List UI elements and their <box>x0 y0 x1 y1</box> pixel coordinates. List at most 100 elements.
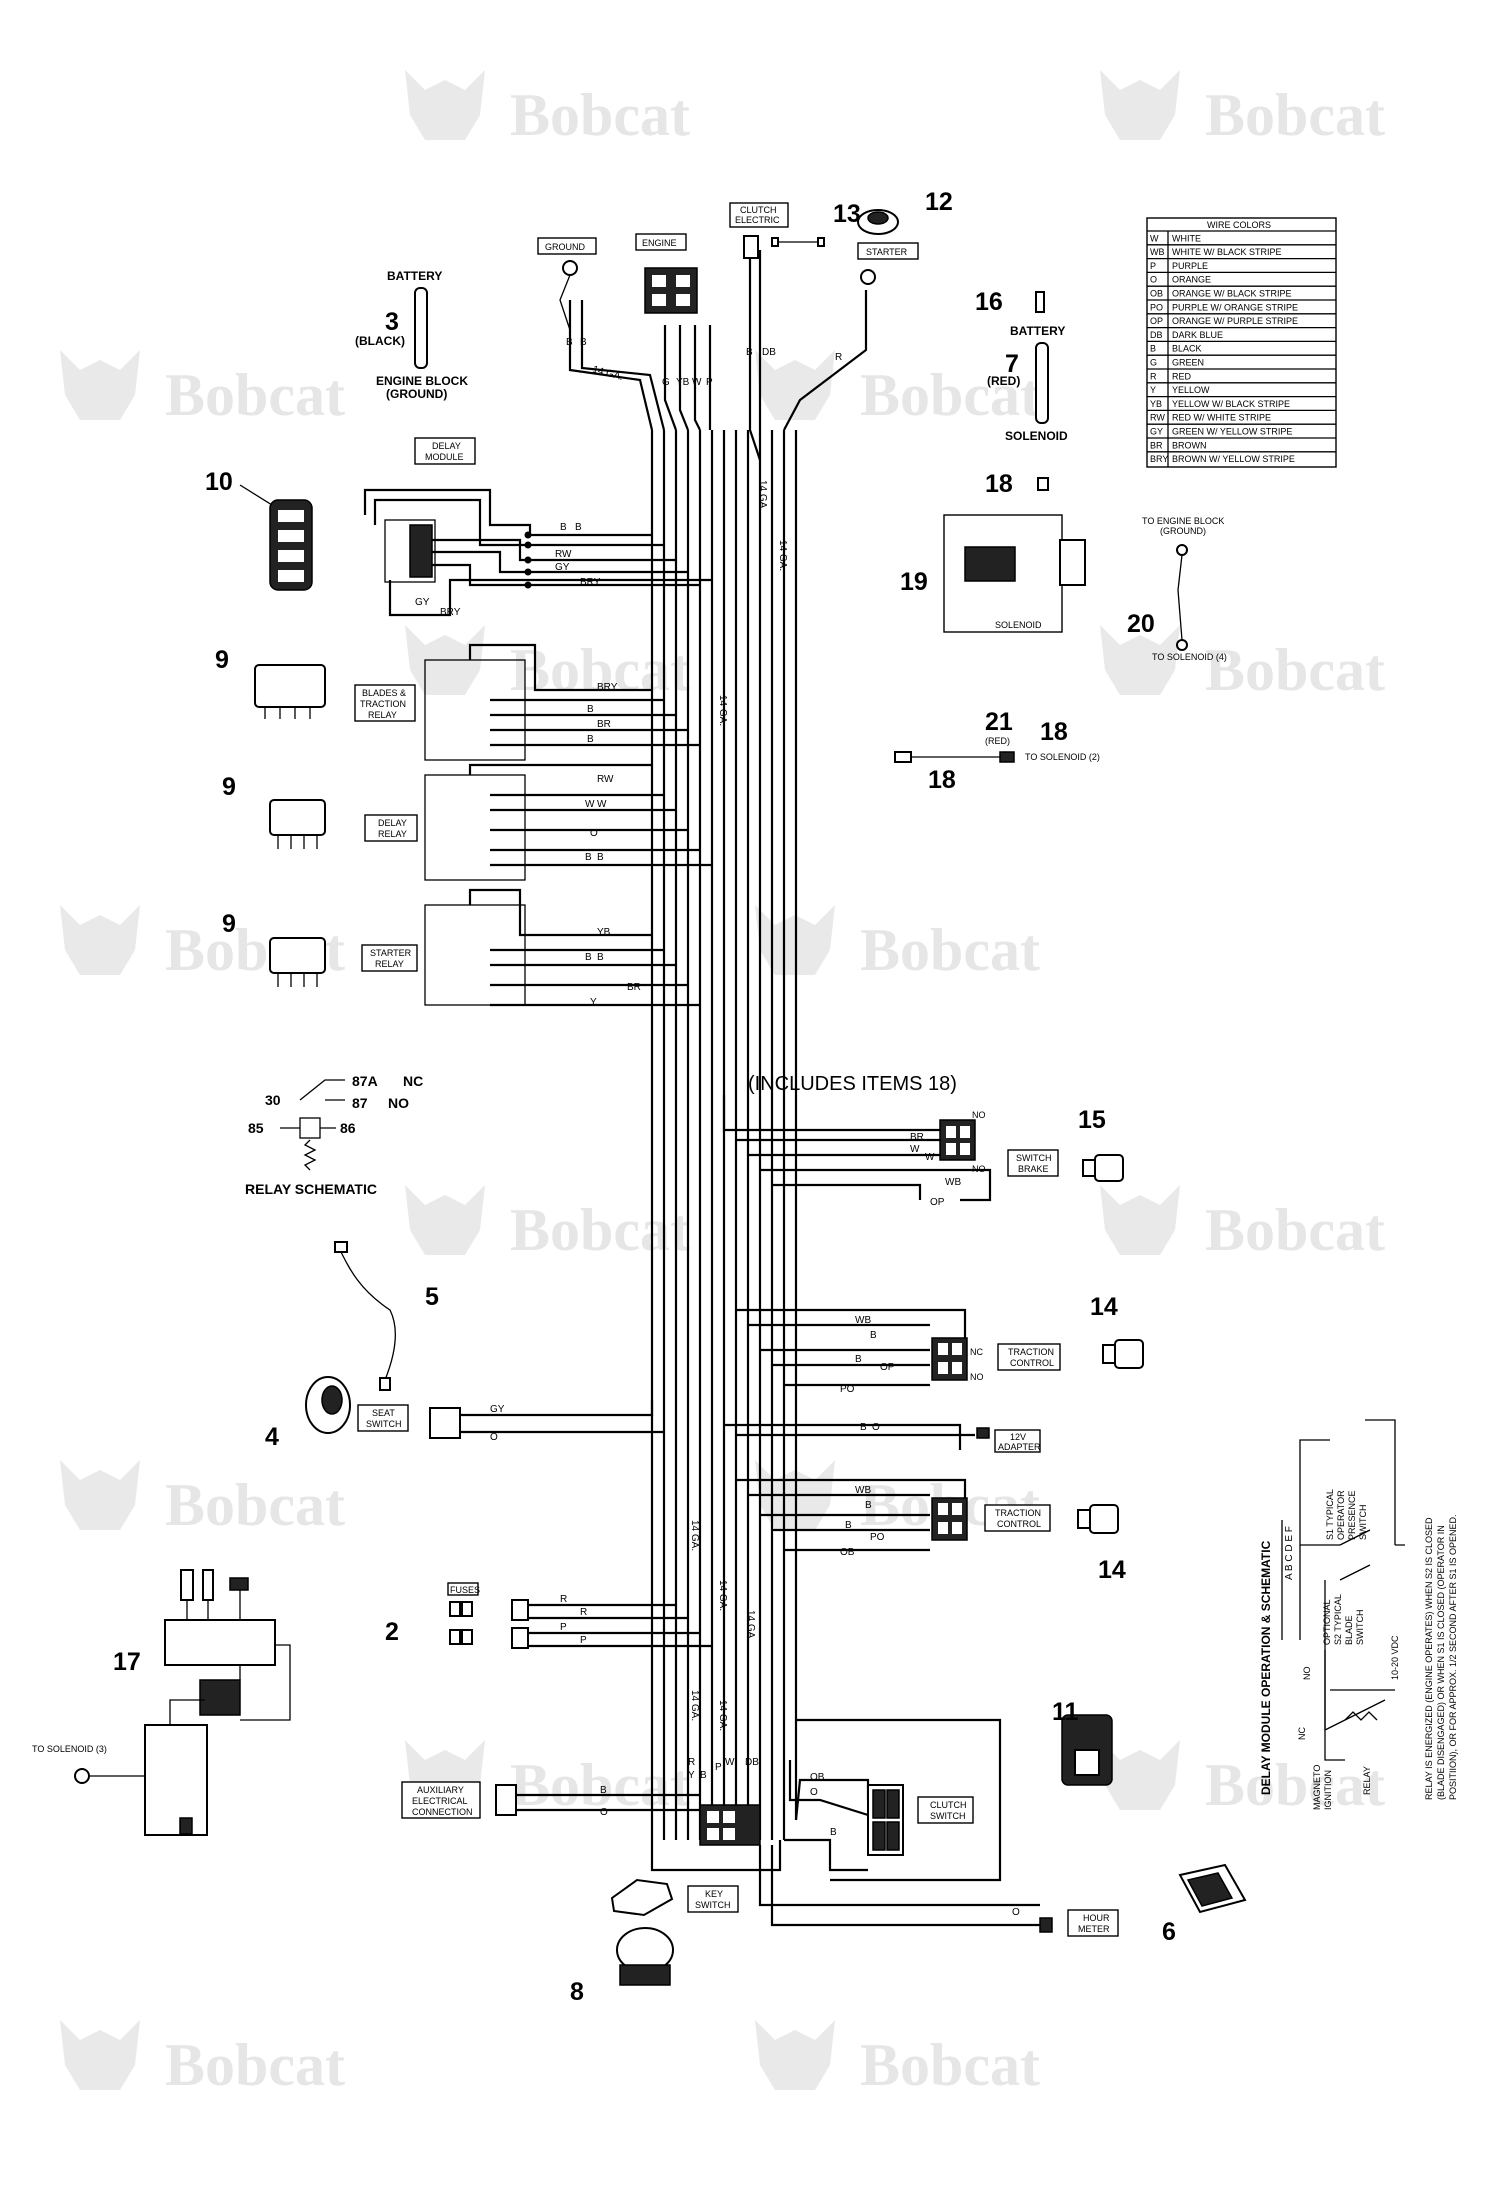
to-solenoid-4-label: TO SOLENOID (4) <box>1152 652 1227 662</box>
harness-17: 17 TO SOLENOID (3) <box>32 1569 291 1836</box>
switch-brake-label: SWITCH <box>1016 1153 1052 1163</box>
wire-code: B <box>830 1827 837 1838</box>
wire-code: BR <box>597 719 611 730</box>
no-label: NO <box>970 1372 984 1382</box>
wire-code: OB <box>840 1547 855 1558</box>
wire-color-name: ORANGE <box>1172 275 1211 285</box>
clutch-switch-label: SWITCH <box>930 1811 966 1821</box>
wire-code: W <box>725 1757 735 1768</box>
wire-code: B <box>860 1422 867 1433</box>
wire-code: WB <box>945 1177 961 1188</box>
solenoid-label: SOLENOID <box>1005 429 1068 443</box>
watermark: Bobcat <box>1100 70 1385 148</box>
wire-code: B <box>597 952 604 963</box>
callout-15: 15 <box>1078 1106 1106 1134</box>
wire-code: BRY <box>580 577 601 588</box>
wire-gauge-label: 14 GA. <box>717 1580 728 1611</box>
relay-label: BLADES & <box>362 688 406 698</box>
wire-color-code: R <box>1150 371 1157 381</box>
s1-label: S1 TYPICAL <box>1325 1489 1335 1540</box>
starter-box-label: STARTER <box>866 247 908 257</box>
wire-code: WB <box>855 1485 871 1496</box>
wire-code: P <box>706 377 713 388</box>
watermark: Bobcat <box>755 2020 1040 2098</box>
traction-control-label: TRACTION <box>1008 1347 1054 1357</box>
watermark-text: Bobcat <box>1205 82 1385 148</box>
relay-term-86: 86 <box>340 1120 356 1136</box>
traction-control-branch-2: WB B B PO OB TRACTION CONTROL 14 <box>736 1478 1126 1584</box>
callout-16: 16 <box>975 288 1003 316</box>
wire-gauge-label: 14 GA. <box>689 1690 700 1721</box>
callout-13: 13 <box>833 200 861 228</box>
wire-code: W <box>925 1152 935 1163</box>
red-label: (RED) <box>987 374 1020 388</box>
aux-label: ELECTRICAL <box>412 1796 468 1806</box>
wire-code: B <box>566 337 573 348</box>
s1-label: PRESENCE <box>1347 1490 1357 1540</box>
includes-items-label: (INCLUDES ITEMS 18) <box>748 1073 957 1095</box>
solenoid-box-label: SOLENOID <box>995 620 1042 630</box>
clutch-electric-label: ELECTRIC <box>735 215 780 225</box>
clutch-wire-13: 13 <box>771 200 861 247</box>
schematic-note: POSITIION), OR FOR APPROX. 1/2 SECOND AF… <box>1448 1514 1458 1800</box>
relay-label: RELAY <box>378 829 407 839</box>
wire-5: 5 <box>334 1241 439 1391</box>
wire-code: R <box>560 1594 567 1605</box>
ground-label: (GROUND) <box>386 387 447 401</box>
wire-code: W <box>585 799 595 810</box>
watermark: Bobcat <box>1100 1740 1385 1818</box>
clutch-electric-connector: CLUTCH ELECTRIC DB B <box>729 202 789 358</box>
wire-color-code: YB <box>1150 399 1162 409</box>
wire-code: RW <box>555 549 572 560</box>
callout-8: 8 <box>570 1978 584 2006</box>
watermark-text: Bobcat <box>165 1472 345 1538</box>
key-switch-8: 8 <box>570 1878 674 2006</box>
wire-gauge-label: 14 GA. <box>745 1610 756 1641</box>
relay-label: RELAY <box>1362 1766 1372 1795</box>
wire-color-code: OP <box>1150 316 1163 326</box>
wire-code: B <box>845 1520 852 1531</box>
clutch-switch-label: CLUTCH <box>930 1800 967 1810</box>
s2-label: SWITCH <box>1355 1610 1365 1646</box>
wire-code: OB <box>810 1772 825 1783</box>
clutch-switch: CLUTCH SWITCH OB O B <box>784 1718 1002 1882</box>
battery-label: BATTERY <box>387 269 442 283</box>
ground-box-label: GROUND <box>545 242 585 252</box>
key-switch-label: KEY <box>705 1889 723 1899</box>
callout-9: 9 <box>215 646 229 674</box>
starter-12: 12 STARTER R <box>835 188 953 363</box>
traction-control-label: CONTROL <box>997 1519 1041 1529</box>
engine-box-label: ENGINE <box>642 238 677 248</box>
callout-2: 2 <box>385 1618 399 1646</box>
wire-code: BR <box>910 1132 924 1143</box>
no-label: NO <box>972 1164 986 1174</box>
wire-gauge-label: 14 GA. <box>591 364 624 383</box>
wire-color-code: RW <box>1150 413 1165 423</box>
engine-block-label: ENGINE BLOCK <box>376 374 468 388</box>
watermark: Bobcat <box>405 625 690 703</box>
hour-meter-label: HOUR <box>1083 1913 1110 1923</box>
wire-code: R <box>688 1757 695 1768</box>
wire-code: P <box>580 1635 587 1646</box>
hour-meter-label: METER <box>1078 1924 1110 1934</box>
aux-electrical-connection: AUXILIARY ELECTRICAL CONNECTION B O <box>401 1781 712 1819</box>
callout-20: 20 <box>1127 610 1155 638</box>
wire-gauge-label: 14 GA. <box>717 695 728 726</box>
delay-module-label: MODULE <box>425 452 464 462</box>
callout-18: 18 <box>985 470 1013 498</box>
watermark-text: Bobcat <box>1205 1752 1385 1818</box>
callout-9: 9 <box>222 773 236 801</box>
wire-code: GY <box>490 1404 505 1415</box>
wire-code: B <box>585 952 592 963</box>
wire-code: O <box>600 1807 608 1818</box>
watermark: Bobcat <box>60 350 345 428</box>
wire-color-code: B <box>1150 344 1156 354</box>
schematic-title: DELAY MODULE OPERATION & SCHEMATIC <box>1259 1540 1273 1795</box>
aux-label: AUXILIARY <box>417 1785 464 1795</box>
wire-color-code: PO <box>1150 302 1163 312</box>
wire-code: G <box>662 377 670 388</box>
wire-code: B <box>600 1785 607 1796</box>
wire-code: W <box>692 377 702 388</box>
wire-code: O <box>490 1432 498 1443</box>
